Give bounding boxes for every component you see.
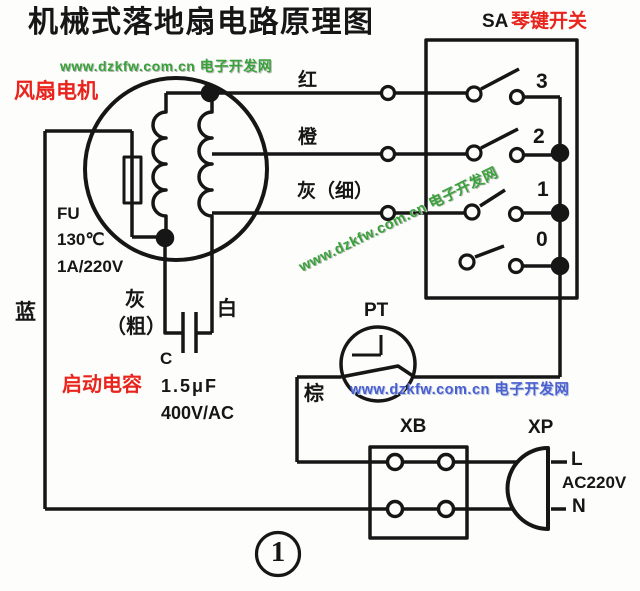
connector-gray xyxy=(379,204,397,222)
figure-number: 1 xyxy=(270,536,286,568)
switch-contact-1 xyxy=(507,205,525,223)
wire-label-blue: 蓝 xyxy=(15,301,36,324)
wire-label-gray-thick-1: 灰 xyxy=(125,289,145,311)
junction-dot-top xyxy=(200,83,220,103)
switch-label: 琴键开关 xyxy=(511,11,588,32)
capacitor-symbol xyxy=(181,312,198,353)
pt-mark xyxy=(352,335,383,357)
plug-live-label: L xyxy=(571,449,583,470)
plug-designator: XP xyxy=(528,417,554,438)
switch-position-0: 0 xyxy=(536,228,548,251)
motor-label: 风扇电机 xyxy=(14,80,98,103)
fuse-designator: FU xyxy=(57,204,80,223)
bus-dot-2 xyxy=(550,143,570,163)
motor-circle xyxy=(83,76,269,262)
fuse-rating: 1A/220V xyxy=(57,257,124,276)
xp-pins xyxy=(551,460,567,511)
xb-terminal-tr xyxy=(436,452,456,472)
xb-terminal-br xyxy=(436,499,456,519)
watermark-bottom: www.dzkfw.com.cn 电子开发网 xyxy=(350,382,570,398)
switch-contact-3 xyxy=(508,88,526,106)
wire-label-white: 白 xyxy=(217,298,237,320)
connector-red xyxy=(379,84,397,102)
pt-circle xyxy=(339,325,417,403)
switch-blade-1 xyxy=(479,188,506,208)
switch-pivot-0 xyxy=(458,253,476,271)
terminal-block-designator: XB xyxy=(400,416,427,437)
wire-brown xyxy=(295,377,517,464)
connector-orange xyxy=(379,145,397,163)
capacitor-designator: C xyxy=(160,349,173,368)
page-title: 机械式落地扇电路原理图 xyxy=(28,6,375,39)
fuse-symbol xyxy=(122,155,143,205)
switch-blade-0 xyxy=(474,244,505,259)
figure-circle xyxy=(254,530,302,578)
switch-position-1: 1 xyxy=(537,178,549,201)
xb-terminal-bl xyxy=(385,499,405,519)
plug-voltage-label: AC220V xyxy=(562,473,627,492)
switch-pivot-1 xyxy=(463,203,481,221)
switch-contact-0 xyxy=(507,257,525,275)
xb-box xyxy=(368,445,469,540)
capacitor-voltage: 400V/AC xyxy=(161,403,235,423)
wire-gray-thick xyxy=(163,238,183,335)
bus-dot-1 xyxy=(550,203,570,223)
bus-dot-0 xyxy=(550,256,570,276)
wire-blue xyxy=(43,129,514,511)
wire-label-gray-thin: 灰（细） xyxy=(297,181,374,202)
switch-blade-3 xyxy=(480,67,520,91)
switch-box xyxy=(424,38,579,300)
switch-pivot-2 xyxy=(465,144,483,162)
switch-position-2: 2 xyxy=(533,125,545,148)
wire-label-brown: 棕 xyxy=(304,383,324,405)
fuse-wire xyxy=(130,131,165,239)
aux-winding-coil xyxy=(151,93,168,238)
switch-blade-2 xyxy=(480,127,519,150)
xb-terminal-tl xyxy=(385,452,405,472)
capacitor-capacitance: 1.5μF xyxy=(161,376,219,396)
switch-contact-2 xyxy=(508,146,526,164)
plug-neutral-label: N xyxy=(572,496,586,517)
wire-label-orange: 橙 xyxy=(298,127,318,148)
main-winding-coil xyxy=(197,93,214,333)
switch-pivot-3 xyxy=(465,85,483,103)
xp-plug-arc xyxy=(505,446,550,531)
wire-label-red: 红 xyxy=(298,70,318,91)
protector-designator: PT xyxy=(364,300,389,321)
capacitor-label: 启动电容 xyxy=(62,374,142,396)
watermark-top: www.dzkfw.com.cn 电子开发网 xyxy=(60,58,273,74)
switch-designator: SA xyxy=(482,11,509,32)
wire-label-gray-thick-2: （粗） xyxy=(106,316,166,338)
switch-position-3: 3 xyxy=(536,70,548,93)
fuse-temperature: 130℃ xyxy=(57,230,105,249)
pt-contact-blade xyxy=(340,364,414,379)
